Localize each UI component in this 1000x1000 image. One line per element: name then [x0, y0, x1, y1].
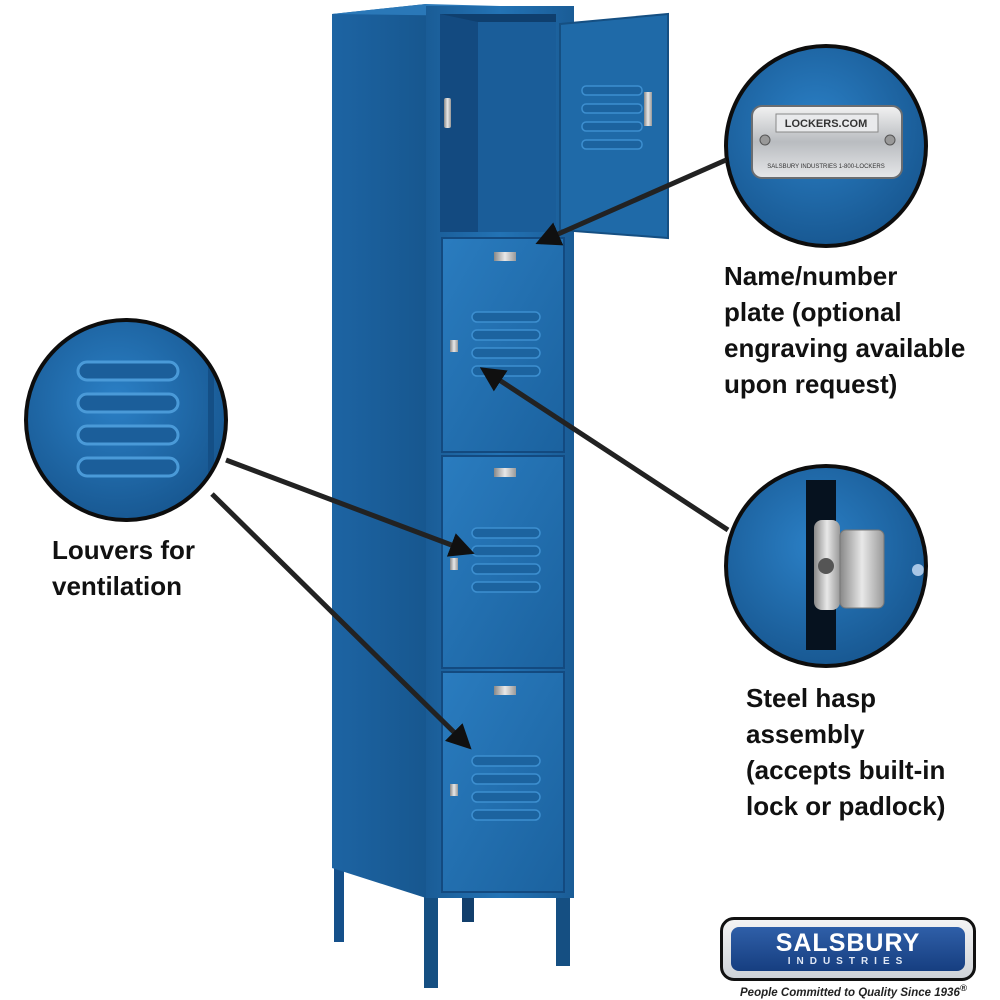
logo-sub: INDUSTRIES: [787, 956, 909, 967]
coat-hook: [444, 98, 451, 128]
number-plate: [494, 252, 516, 261]
number-plate: [494, 686, 516, 695]
logo-name: SALSBURY: [775, 929, 921, 957]
number-plate: [494, 468, 516, 477]
callout-hasp-text: Steel hasp assembly (accepts built-in lo…: [746, 683, 946, 821]
plate-text-sub: SALSBURY INDUSTRIES 1-800-LOCKERS: [767, 164, 885, 170]
callout-plate-text: Name/number plate (optional engraving av…: [724, 261, 966, 399]
louvers-closeup: [24, 318, 228, 522]
door-hasp: [450, 558, 458, 570]
arrow-plate: [535, 157, 728, 246]
locker-leg: [334, 868, 344, 942]
brand-tagline: People Committed to Quality Since 1936®: [740, 983, 967, 999]
salsbury-logo: SALSBURY INDUSTRIES People Committed to …: [718, 915, 994, 999]
callout-arrows: [210, 157, 730, 750]
locker-cabinet: [332, 4, 669, 988]
plate-closeup: LOCKERS.COM SALSBURY INDUSTRIES 1-800-LO…: [724, 44, 928, 248]
plate-text-main: LOCKERS.COM: [785, 118, 868, 130]
arrow-hasp: [479, 367, 730, 533]
logo-badge: SALSBURY INDUSTRIES: [720, 917, 976, 981]
arrow-louver-1: [225, 457, 475, 557]
locker-leg: [424, 890, 438, 988]
locker-side-panel: [332, 4, 426, 898]
locker-door-2: [441, 237, 565, 453]
arrow-louver-2: [210, 492, 472, 750]
door-hasp: [450, 784, 458, 796]
hasp-closeup: [724, 464, 928, 668]
callout-louvers-text: Louvers for ventilation: [52, 535, 196, 601]
door-hasp: [450, 340, 458, 352]
locker-door-3: [441, 455, 565, 669]
door-latch: [644, 92, 652, 126]
locker-leg: [462, 894, 474, 922]
locker-leg: [556, 880, 570, 966]
